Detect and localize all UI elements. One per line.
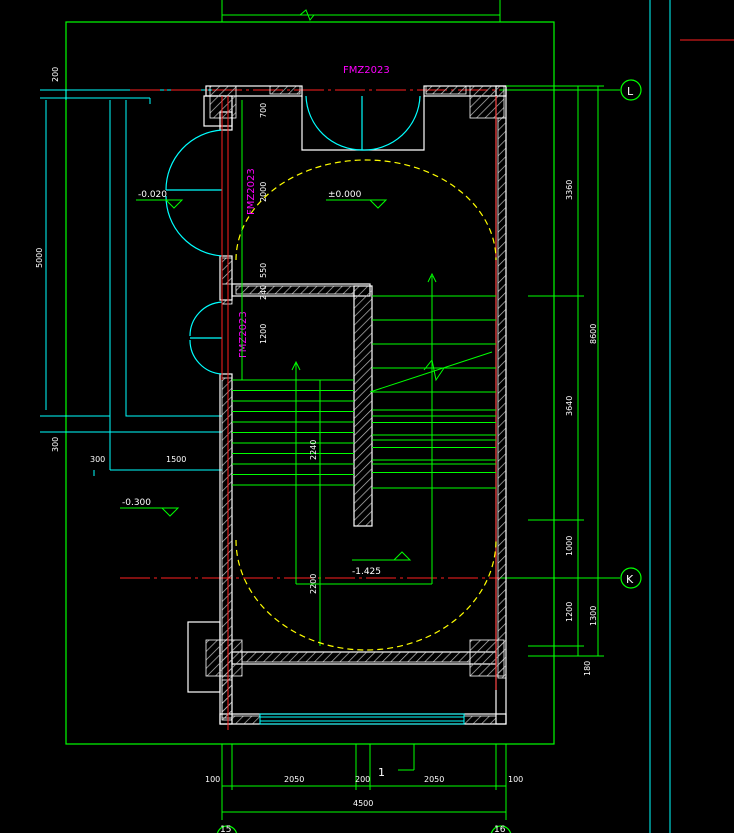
doors <box>165 95 421 375</box>
dim-inner-700: 700 <box>259 103 268 118</box>
hatched-walls <box>205 85 507 725</box>
door-label-left-lower: FMZ2023 <box>238 311 249 358</box>
axis-bubble-L[interactable]: L <box>620 79 642 101</box>
dim-right-3640: 3640 <box>565 396 574 416</box>
axis-label-15: 15 <box>220 825 231 833</box>
dim-stair-2200: 2200 <box>309 574 318 594</box>
dim-left-200: 200 <box>51 67 60 82</box>
level-left-a: -0.020 <box>138 190 167 200</box>
bottom-window <box>259 713 465 725</box>
axis-lines-green <box>500 89 620 579</box>
stair-direction <box>291 272 493 646</box>
axis-label-L: L <box>627 85 634 98</box>
door-label-top: FMZ2023 <box>343 65 390 76</box>
dim-inner-240: 240 <box>259 285 268 300</box>
dim-inner-550: 550 <box>259 263 268 278</box>
dim-bottom-2050-left: 2050 <box>284 775 304 784</box>
bottom-dimension-lines <box>221 744 507 820</box>
dim-right-1200: 1200 <box>565 602 574 622</box>
axis-bubble-15[interactable]: 15 <box>216 825 238 833</box>
dim-right-180: 180 <box>583 661 592 676</box>
dim-bottom-200: 200 <box>355 775 370 784</box>
door-label-left-upper: FMZ2023 <box>246 168 257 215</box>
dim-bottom-2050-right: 2050 <box>424 775 444 784</box>
level-floor: ±0.000 <box>328 190 362 200</box>
axis-bubble-16[interactable]: 16 <box>490 825 512 833</box>
dim-inner-1200: 1200 <box>259 324 268 344</box>
dim-left-5000: 5000 <box>35 248 44 268</box>
dim-right-3360: 3360 <box>565 180 574 200</box>
dim-right-8600: 8600 <box>589 324 598 344</box>
axis-bubble-K[interactable]: K <box>620 567 642 589</box>
section-mark: 1 <box>378 766 385 779</box>
level-markers <box>120 199 412 561</box>
right-dimension-lines <box>506 85 604 657</box>
dim-bottom-100-left: 100 <box>205 775 220 784</box>
turning-radius-oval <box>235 159 497 651</box>
stair-treads <box>232 295 496 489</box>
dim-left-300-h: 300 <box>90 455 105 464</box>
dim-right-1300: 1300 <box>589 606 598 626</box>
dim-bottom-100-right: 100 <box>508 775 523 784</box>
dim-inner-2000: 2000 <box>259 182 268 202</box>
dim-stair-2240: 2240 <box>309 440 318 460</box>
level-left-b: -0.300 <box>122 498 151 508</box>
axis-label-K: K <box>626 573 634 586</box>
left-dimension-lines <box>65 90 95 476</box>
dim-right-1000: 1000 <box>565 536 574 556</box>
dim-bottom-total: 4500 <box>353 799 373 808</box>
dim-left-1500: 1500 <box>166 455 186 464</box>
wall-centerlines <box>227 96 497 730</box>
outer-boundary <box>65 21 555 745</box>
break-mark <box>299 9 315 21</box>
level-landing: -1.425 <box>352 567 381 577</box>
dim-left-300: 300 <box>51 437 60 452</box>
axis-label-16: 16 <box>494 825 506 833</box>
walls <box>187 85 507 725</box>
left-corridor-lines <box>40 89 222 471</box>
